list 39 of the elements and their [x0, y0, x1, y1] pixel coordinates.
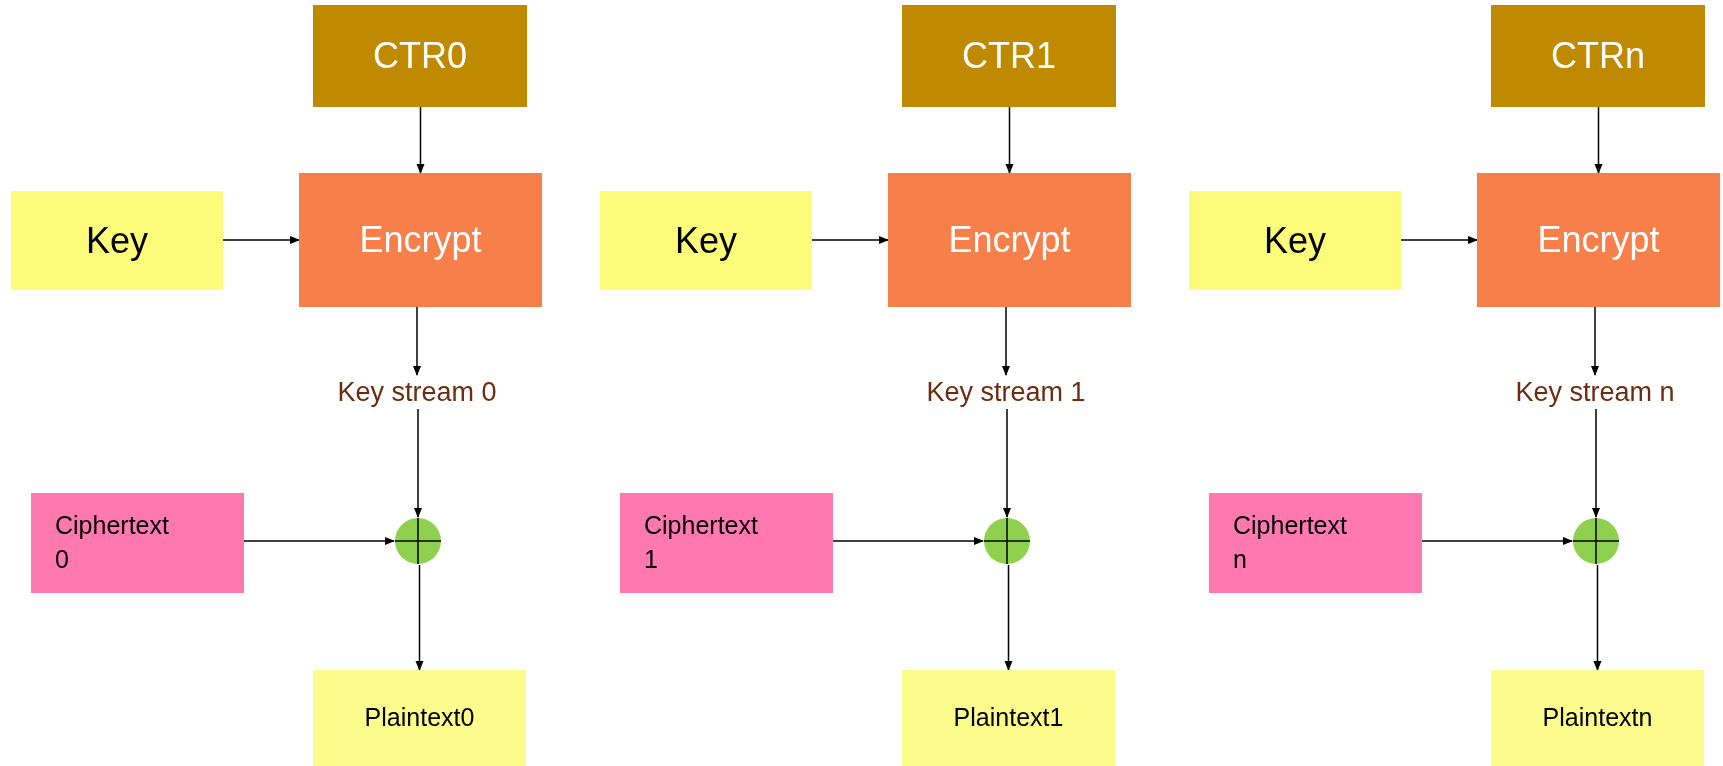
- key-box: Key: [600, 191, 812, 290]
- key-stream-label: Key stream 0: [312, 375, 522, 409]
- key-box: Key: [11, 191, 223, 290]
- arrow: [414, 408, 422, 518]
- ciphertext-box: Ciphertext n: [1209, 493, 1422, 593]
- arrow: [1400, 236, 1478, 244]
- arrow: [243, 537, 395, 545]
- encrypt-box: Encrypt: [1477, 173, 1720, 307]
- counter-box: CTR1: [902, 5, 1116, 107]
- arrow: [1594, 106, 1603, 174]
- encrypt-box: Encrypt: [888, 173, 1131, 307]
- xor-circle: [1572, 517, 1620, 565]
- counter-box: CTR0: [313, 5, 527, 107]
- arrow: [1002, 306, 1010, 376]
- arrow: [413, 306, 421, 376]
- key-stream-label: Key stream n: [1490, 375, 1700, 409]
- arrow: [811, 236, 889, 244]
- arrow: [416, 106, 425, 174]
- key-stream-label: Key stream 1: [901, 375, 1111, 409]
- counter-box: CTRn: [1491, 5, 1705, 107]
- arrow: [832, 537, 984, 545]
- plaintext-box: Plaintext0: [313, 670, 526, 766]
- arrow: [415, 564, 424, 671]
- arrow: [1421, 537, 1573, 545]
- xor-circle: [394, 517, 442, 565]
- plaintext-box: Plaintextn: [1491, 670, 1704, 766]
- arrow: [1003, 408, 1011, 518]
- arrow: [1592, 408, 1600, 518]
- ciphertext-box: Ciphertext 1: [620, 493, 833, 593]
- arrow: [222, 236, 300, 244]
- key-box: Key: [1189, 191, 1401, 290]
- ciphertext-box: Ciphertext 0: [31, 493, 244, 593]
- arrow: [1591, 306, 1599, 376]
- xor-circle: [983, 517, 1031, 565]
- arrow: [1005, 106, 1014, 174]
- arrow: [1593, 564, 1602, 671]
- plaintext-box: Plaintext1: [902, 670, 1115, 766]
- arrow: [1004, 564, 1013, 671]
- encrypt-box: Encrypt: [299, 173, 542, 307]
